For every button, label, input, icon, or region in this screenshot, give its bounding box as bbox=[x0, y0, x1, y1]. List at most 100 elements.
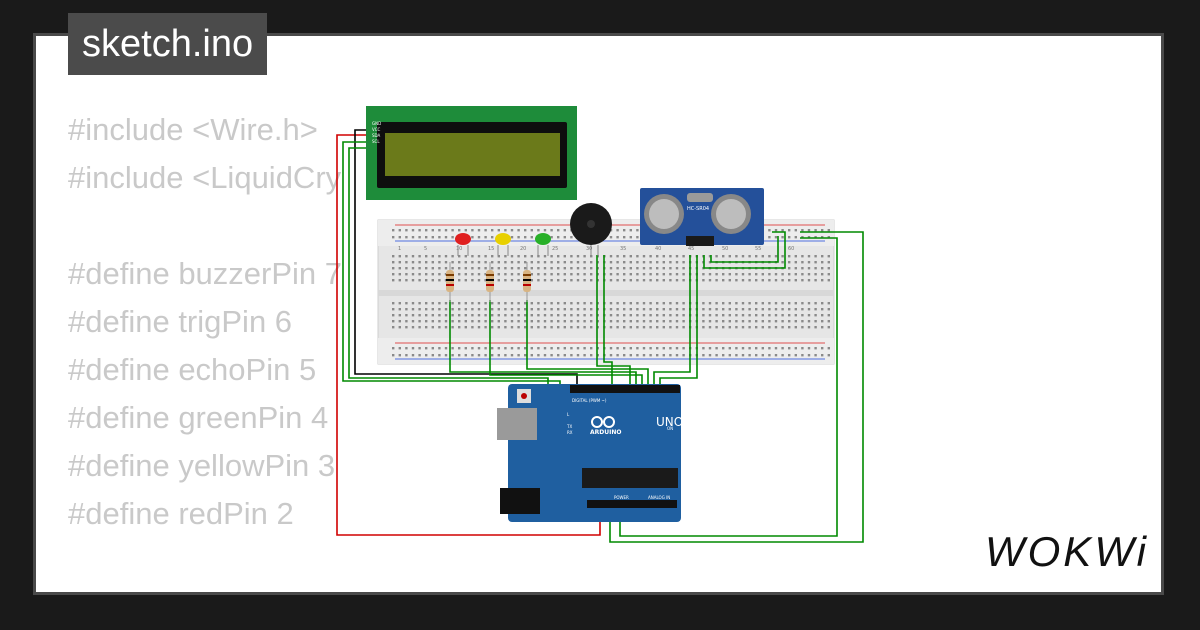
breadboard-hole bbox=[418, 314, 421, 317]
breadboard-hole bbox=[458, 279, 461, 282]
breadboard-hole bbox=[781, 347, 784, 350]
breadboard-hole bbox=[543, 261, 547, 264]
breadboard-hole bbox=[570, 308, 573, 311]
breadboard-hole bbox=[484, 255, 487, 258]
breadboard-hole bbox=[788, 354, 791, 357]
breadboard-hole bbox=[774, 229, 778, 232]
tx-label: TX bbox=[566, 424, 572, 429]
trig-wire bbox=[653, 255, 691, 386]
breadboard-hole bbox=[735, 279, 738, 282]
breadboard-hole bbox=[576, 279, 580, 282]
breadboard-hole bbox=[583, 302, 586, 305]
breadboard-hole bbox=[570, 261, 573, 264]
breadboard-hole bbox=[517, 229, 520, 232]
breadboard-hole bbox=[398, 302, 401, 305]
breadboard-hole bbox=[768, 308, 771, 311]
echo-wire bbox=[659, 255, 698, 386]
breadboard-hole bbox=[801, 347, 804, 350]
breadboard-hole bbox=[629, 236, 632, 239]
arduino-label: ARDUINO bbox=[590, 429, 621, 436]
breadboard-hole bbox=[656, 354, 659, 357]
file-name-tab[interactable]: sketch.ino bbox=[68, 13, 268, 75]
breadboard-hole bbox=[497, 273, 500, 276]
breadboard-hole bbox=[741, 314, 745, 317]
breadboard-hole bbox=[438, 354, 441, 357]
breadboard-hole bbox=[392, 314, 395, 317]
breadboard-hole bbox=[550, 255, 553, 258]
breadboard-hole bbox=[774, 314, 778, 317]
breadboard-hole bbox=[675, 302, 679, 305]
breadboard-hole bbox=[807, 354, 811, 357]
breadboard-hole bbox=[530, 314, 533, 317]
breadboard-hole bbox=[807, 229, 811, 232]
breadboard-hole bbox=[814, 354, 817, 357]
breadboard-hole bbox=[543, 354, 547, 357]
breadboard-hole bbox=[557, 261, 560, 264]
breadboard-hole bbox=[537, 326, 540, 329]
breadboard-hole bbox=[477, 267, 481, 270]
breadboard-hole bbox=[623, 354, 626, 357]
breadboard-hole bbox=[563, 347, 566, 350]
breadboard-hole bbox=[748, 302, 751, 305]
breadboard-hole bbox=[623, 347, 626, 350]
breadboard-hole bbox=[550, 279, 553, 282]
breadboard-hole bbox=[431, 308, 434, 311]
breadboard-hole bbox=[722, 302, 725, 305]
breadboard-hole bbox=[708, 347, 712, 350]
breadboard-hole bbox=[827, 229, 830, 232]
breadboard-hole bbox=[431, 261, 434, 264]
breadboard-hole bbox=[576, 261, 580, 264]
breadboard-hole bbox=[557, 302, 560, 305]
breadboard-hole bbox=[543, 267, 547, 270]
lcd-pin-scl: SCL bbox=[372, 139, 380, 144]
breadboard-hole bbox=[794, 326, 797, 329]
breadboard-hole bbox=[590, 320, 593, 323]
breadboard-hole bbox=[649, 326, 652, 329]
breadboard-hole bbox=[451, 326, 454, 329]
breadboard-hole bbox=[801, 320, 804, 323]
breadboard-hole bbox=[497, 347, 500, 350]
breadboard-hole bbox=[616, 347, 619, 350]
breadboard-hole bbox=[794, 308, 797, 311]
breadboard-hole bbox=[715, 354, 718, 357]
breadboard-hole bbox=[755, 308, 758, 311]
lcd-pin-gnd: GND bbox=[372, 121, 381, 126]
breadboard-hole bbox=[477, 255, 481, 258]
breadboard-hole bbox=[722, 347, 725, 350]
breadboard-hole bbox=[471, 314, 474, 317]
breadboard-hole bbox=[524, 261, 527, 264]
breadboard-hole bbox=[570, 326, 573, 329]
breadboard-hole bbox=[431, 267, 434, 270]
breadboard-hole bbox=[398, 314, 401, 317]
breadboard-hole bbox=[411, 279, 415, 282]
breadboard-hole bbox=[821, 261, 824, 264]
breadboard-hole bbox=[510, 273, 514, 276]
breadboard-hole bbox=[827, 302, 830, 305]
breadboard-hole bbox=[616, 255, 619, 258]
breadboard-hole bbox=[722, 354, 725, 357]
breadboard-hole bbox=[748, 308, 751, 311]
breadboard-hole bbox=[411, 236, 415, 239]
breadboard-hole bbox=[728, 273, 731, 276]
breadboard-hole bbox=[392, 347, 395, 350]
breadboard-hole bbox=[491, 267, 494, 270]
breadboard-hole bbox=[728, 308, 731, 311]
breadboard-hole bbox=[788, 308, 791, 311]
resistors bbox=[446, 262, 531, 302]
breadboard-hole bbox=[761, 308, 764, 311]
breadboard-hole bbox=[504, 267, 507, 270]
breadboard-hole bbox=[656, 320, 659, 323]
breadboard-hole bbox=[557, 236, 560, 239]
breadboard-hole bbox=[550, 261, 553, 264]
breadboard-hole bbox=[662, 261, 665, 264]
breadboard-hole bbox=[675, 354, 679, 357]
breadboard-hole bbox=[530, 255, 533, 258]
breadboard-hole bbox=[715, 279, 718, 282]
breadboard-hole bbox=[715, 326, 718, 329]
breadboard-hole bbox=[425, 354, 428, 357]
breadboard-hole bbox=[411, 314, 415, 317]
breadboard-hole bbox=[484, 229, 487, 232]
breadboard-hole bbox=[814, 279, 817, 282]
breadboard-hole bbox=[418, 261, 421, 264]
breadboard-hole bbox=[418, 308, 421, 311]
